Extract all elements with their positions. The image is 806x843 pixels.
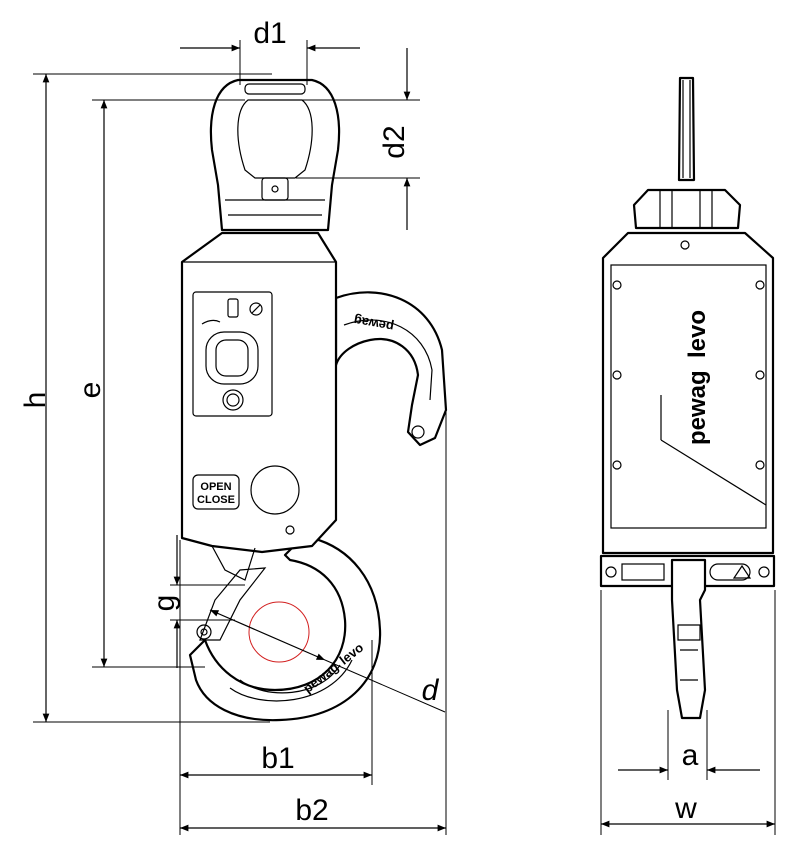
side-hook	[334, 291, 448, 447]
hook-pivot-pin-inner	[200, 628, 208, 636]
side-top-link	[677, 76, 696, 182]
dimension-lines: d1 d2 h e g d b1 b2 a	[19, 17, 776, 835]
remote-button[interactable]	[205, 331, 259, 385]
main-hook-inner-groove	[229, 659, 353, 702]
side-brand: pewag levo	[684, 310, 711, 445]
dim-label-g: g	[148, 595, 181, 612]
top-shackle-opening	[237, 99, 313, 179]
dim-label-e: e	[74, 382, 107, 399]
strip-slot	[621, 563, 665, 581]
dim-label-b2: b2	[295, 794, 328, 827]
latch-block	[211, 545, 256, 581]
front-view: pewag OPEN CLOSE pewag l	[180, 78, 448, 722]
strip-pill	[709, 563, 751, 581]
screw-slot-icon	[251, 304, 261, 314]
status-led-inner	[226, 393, 240, 407]
e-ext-lines	[92, 99, 245, 668]
dim-label-w: w	[674, 792, 697, 825]
strip-screw-right	[758, 566, 770, 578]
load-circle	[248, 601, 310, 663]
indicator-dot	[285, 525, 295, 535]
screw-icon	[249, 302, 263, 316]
side-brand-product: levo	[684, 310, 711, 358]
dim-label-d1: d1	[253, 17, 286, 50]
d2-ext-lines	[296, 99, 420, 179]
shackle-name-plate	[244, 83, 306, 95]
side-top-link-lines	[682, 80, 691, 178]
dim-label-h: h	[19, 392, 52, 409]
side-hook-lines	[680, 649, 698, 681]
side-hook-clip	[677, 624, 701, 641]
side-collar-ribs	[659, 190, 713, 228]
side-panel	[610, 264, 767, 529]
battery-icon	[227, 298, 239, 318]
remote-button-inner	[215, 339, 249, 377]
dim-label-a: a	[682, 739, 699, 772]
control-panel	[192, 291, 273, 417]
close-label: CLOSE	[197, 494, 235, 506]
open-label: OPEN	[200, 481, 231, 493]
side-hook-brand: pewag	[352, 313, 395, 335]
side-hook-inner	[343, 319, 433, 401]
release-knob[interactable]	[250, 465, 300, 515]
h-ext-lines	[33, 73, 272, 723]
d-arrow	[209, 609, 326, 661]
housing	[180, 231, 338, 554]
signal-icon	[201, 319, 221, 325]
g-ext-lines	[170, 584, 245, 621]
dim-label-b1: b1	[261, 742, 294, 775]
open-close-button[interactable]	[192, 474, 240, 510]
strip-arrow-icon	[732, 564, 752, 579]
side-lower-hook	[670, 558, 707, 720]
status-led	[222, 389, 244, 411]
shackle-bolt-hole	[271, 185, 279, 193]
side-view: pewag levo	[599, 76, 776, 720]
side-hook-tip	[411, 425, 425, 439]
d-leader	[324, 659, 446, 713]
b1-ext-lines	[179, 540, 373, 835]
strip-screw-left	[605, 566, 617, 578]
w-ext-lines	[600, 590, 776, 835]
hook-pivot-pin	[196, 624, 212, 640]
shackle-collar-lines	[225, 199, 325, 216]
side-housing	[601, 231, 775, 555]
side-collar	[632, 188, 742, 230]
side-screw-top	[680, 240, 690, 250]
top-shackle	[209, 78, 341, 232]
side-brand-maker: pewag	[684, 370, 711, 445]
side-panel-diagonal	[660, 439, 767, 506]
dim-label-d: d	[422, 674, 440, 707]
side-panel-screws	[612, 280, 765, 470]
dim-label-d2: d2	[378, 125, 411, 158]
side-hook-brand-text: pewag	[352, 313, 395, 335]
